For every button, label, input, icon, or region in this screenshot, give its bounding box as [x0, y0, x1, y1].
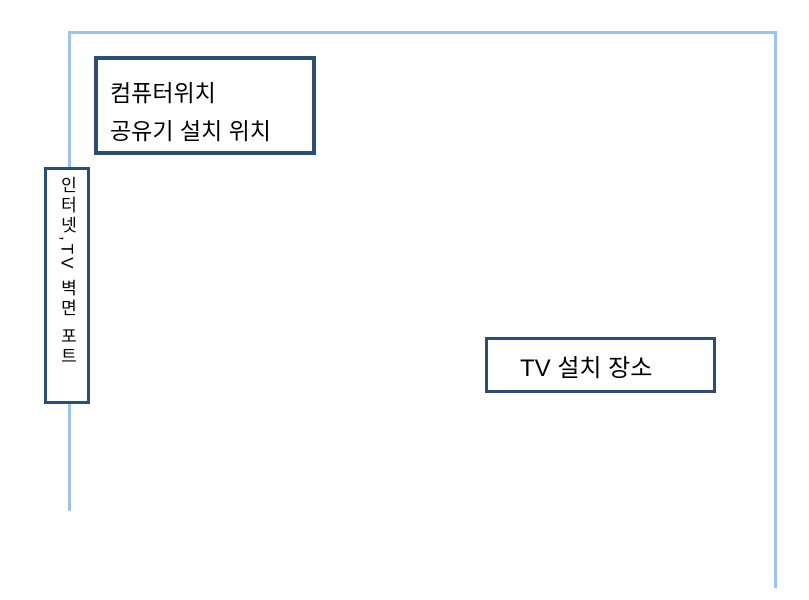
cable-line-top — [70, 31, 777, 34]
tv-location-box: TV 설치 장소 — [485, 337, 716, 393]
wall-port-box: 인터넷,TV 벽면 포트 — [44, 167, 90, 404]
cable-line-right — [774, 31, 777, 588]
wall-port-label: 인터넷,TV 벽면 포트 — [57, 176, 77, 367]
computer-location-box: 컴퓨터위치 공유기 설치 위치 — [94, 56, 316, 155]
tv-location-label: TV 설치 장소 — [520, 354, 653, 382]
computer-location-label: 컴퓨터위치 — [110, 80, 216, 106]
router-location-label: 공유기 설치 위치 — [110, 118, 271, 144]
